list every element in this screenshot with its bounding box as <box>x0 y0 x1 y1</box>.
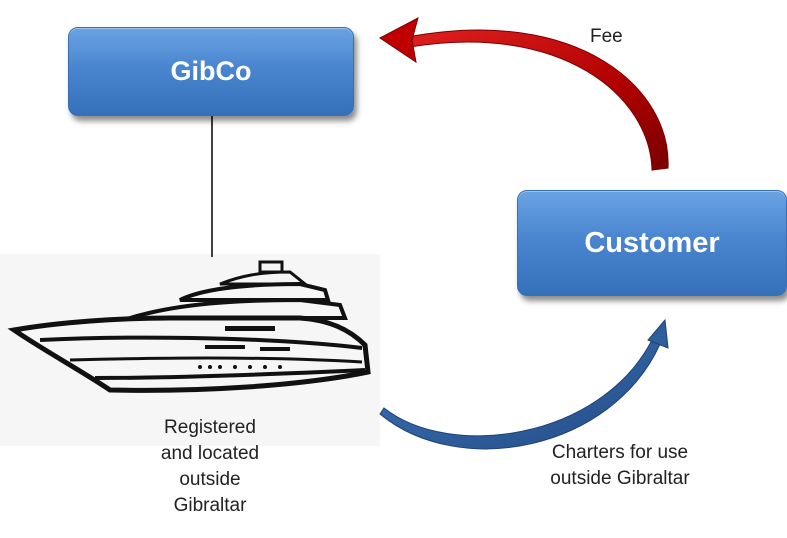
ship-caption-line: and located <box>160 443 260 464</box>
gibco-node: GibCo <box>68 27 354 116</box>
charter-caption-line: outside Gibraltar <box>550 468 690 489</box>
customer-node: Customer <box>517 190 787 296</box>
charter-arrow <box>379 318 669 450</box>
yacht-icon <box>7 260 371 393</box>
fee-label: Fee <box>590 26 623 47</box>
customer-label: Customer <box>584 226 720 259</box>
ship-caption: Registered and located outside Gibraltar <box>130 415 290 519</box>
fee-arrow <box>379 17 669 171</box>
charter-caption-line: Charters for use <box>551 442 689 463</box>
ship-caption-line: Gibraltar <box>173 495 247 516</box>
gibco-label: GibCo <box>170 56 252 86</box>
ship-caption-line: outside <box>179 469 241 490</box>
charter-caption: Charters for use outside Gibraltar <box>520 440 720 492</box>
ship-caption-line: Registered <box>164 417 256 438</box>
